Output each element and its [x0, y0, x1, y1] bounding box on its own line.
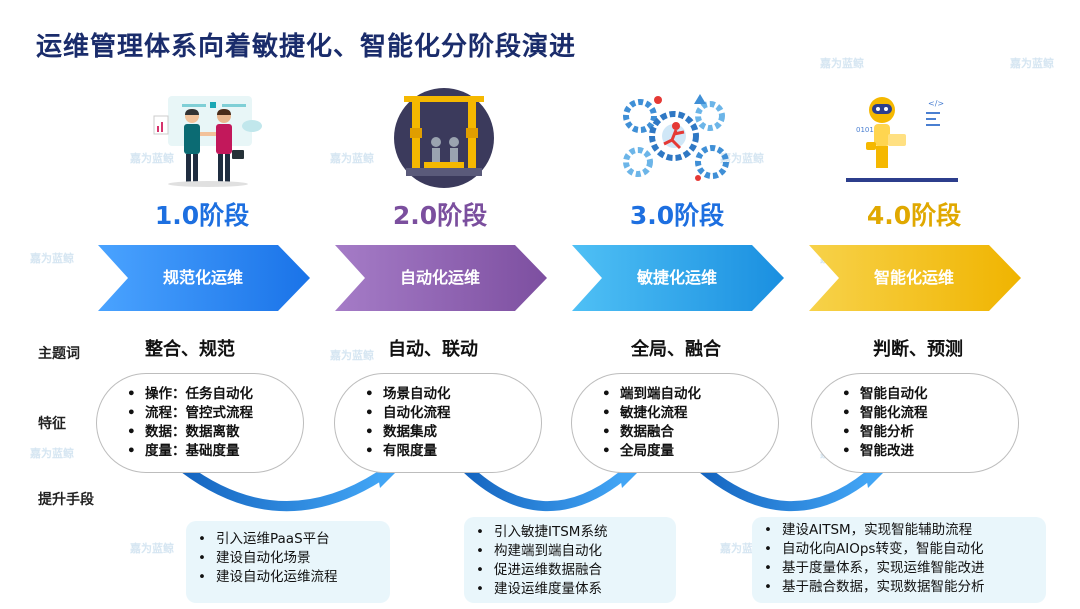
stage-arrow-text: 规范化运维: [162, 268, 243, 287]
feature-item: 数据集成: [365, 423, 541, 442]
handshake-illustration: [153, 96, 262, 187]
watermark: 嘉为蓝鲸: [720, 152, 764, 165]
ai-robot-illustration: </> 0101: [846, 97, 958, 182]
stage-keyword-3: 全局、融合: [631, 339, 721, 360]
feature-item: 数据：数据离散: [127, 423, 303, 442]
means-item: 促进运维数据融合: [476, 561, 676, 580]
means-box-3: 建设AITSM，实现智能辅助流程 自动化向AIOps转变，智能自动化 基于度量体…: [752, 517, 1046, 603]
watermark: 嘉为蓝鲸: [820, 57, 864, 70]
feature-item: 智能分析: [842, 423, 1018, 442]
stage-arrow-text: 自动化运维: [399, 268, 480, 287]
feature-item: 智能化流程: [842, 404, 1018, 423]
stage-arrow-text: 智能化运维: [873, 268, 954, 287]
stage-arrow-4: 智能化运维: [809, 245, 1021, 311]
watermark: 嘉为蓝鲸: [30, 447, 74, 460]
stage-keyword-1: 整合、规范: [145, 339, 235, 360]
means-item: 构建端到端自动化: [476, 542, 676, 561]
feature-item: 度量：基础度量: [127, 442, 303, 461]
means-item: 基于融合数据，实现数据智能分析: [764, 578, 1046, 597]
stage-label-2: 2.0阶段: [392, 201, 488, 230]
stage-keyword-2: 自动、联动: [388, 339, 478, 360]
means-box-2: 引入敏捷ITSM系统 构建端到端自动化 促进运维数据融合 建设运维度量体系: [464, 517, 676, 603]
stage-arrow-2: 自动化运维: [335, 245, 547, 311]
features-box-1: 操作：任务自动化 流程：管控式流程 数据：数据离散 度量：基础度量: [96, 373, 304, 473]
means-item: 引入敏捷ITSM系统: [476, 523, 676, 542]
stage-label-4: 4.0阶段: [866, 201, 962, 230]
means-item: 基于度量体系，实现运维智能改进: [764, 559, 1046, 578]
means-item: 引入运维PaaS平台: [198, 530, 390, 549]
stage-label-3: 3.0阶段: [629, 201, 725, 230]
stage-keyword-4: 判断、预测: [873, 339, 963, 360]
stage-arrow-1: 规范化运维: [98, 245, 310, 311]
watermark: 嘉为蓝鲸: [130, 152, 174, 165]
watermark: 嘉为蓝鲸: [130, 542, 174, 555]
svg-text:</>: </>: [928, 99, 944, 108]
row-label-theme: 主题词: [38, 346, 80, 362]
means-item: 建设运维度量体系: [476, 580, 676, 599]
row-label-features: 特征: [38, 416, 66, 432]
feature-item: 全局度量: [602, 442, 778, 461]
features-box-4: 智能自动化 智能化流程 智能分析 智能改进: [811, 373, 1019, 473]
robot-arm-factory-illustration: [394, 88, 494, 188]
feature-item: 端到端自动化: [602, 385, 778, 404]
feature-item: 自动化流程: [365, 404, 541, 423]
means-item: 建设自动化场景: [198, 549, 390, 568]
row-label-means: 提升手段: [38, 492, 94, 508]
feature-item: 智能自动化: [842, 385, 1018, 404]
feature-item: 智能改进: [842, 442, 1018, 461]
features-box-2: 场景自动化 自动化流程 数据集成 有限度量: [334, 373, 542, 473]
stage-label-1: 1.0阶段: [154, 201, 250, 230]
feature-item: 流程：管控式流程: [127, 404, 303, 423]
stage-arrow-text: 敏捷化运维: [636, 268, 717, 287]
means-item: 自动化向AIOps转变，智能自动化: [764, 540, 1046, 559]
stage-arrow-3: 敏捷化运维: [572, 245, 784, 311]
watermark: 嘉为蓝鲸: [330, 152, 374, 165]
feature-item: 操作：任务自动化: [127, 385, 303, 404]
feature-item: 敏捷化流程: [602, 404, 778, 423]
watermark: 嘉为蓝鲸: [330, 349, 374, 362]
page-title: 运维管理体系向着敏捷化、智能化分阶段演进: [36, 32, 577, 62]
means-box-1: 引入运维PaaS平台 建设自动化场景 建设自动化运维流程: [186, 521, 390, 603]
feature-item: 有限度量: [365, 442, 541, 461]
watermark: 嘉为蓝鲸: [1010, 57, 1054, 70]
gears-runner-illustration: [623, 94, 729, 181]
watermark: 嘉为蓝鲸: [30, 252, 74, 265]
feature-item: 数据融合: [602, 423, 778, 442]
means-item: 建设自动化运维流程: [198, 568, 390, 587]
features-box-3: 端到端自动化 敏捷化流程 数据融合 全局度量: [571, 373, 779, 473]
feature-item: 场景自动化: [365, 385, 541, 404]
svg-text:0101: 0101: [856, 126, 874, 134]
means-item: 建设AITSM，实现智能辅助流程: [764, 521, 1046, 540]
